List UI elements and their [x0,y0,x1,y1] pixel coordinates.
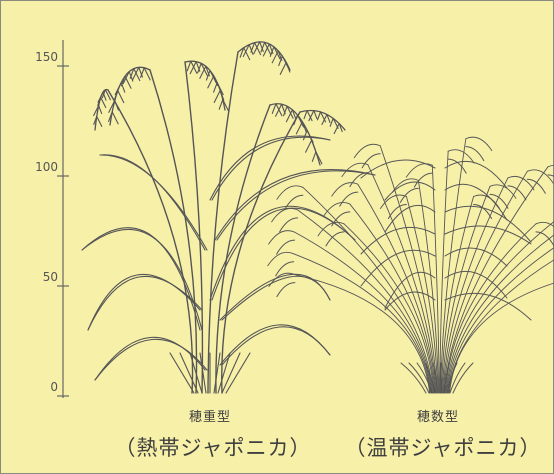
tick-label-0: 0 [24,380,58,394]
spikelet-3 [280,218,298,232]
stem-19 [445,167,548,393]
base-stem-8 [226,353,250,393]
base-stem-5 [214,353,220,393]
spikelet-3 [272,208,298,222]
spikelet-12 [406,164,432,178]
stem-22 [447,220,554,393]
spikelet-4 [277,186,303,200]
right-group-label: （温帯ジャポニカ） [336,432,550,462]
spikelet-9 [354,144,380,158]
panicle-c-grain [112,112,118,124]
tick-label-100: 100 [24,160,58,174]
panicle-b-grain [187,61,191,71]
panicle-a-grain [255,43,261,55]
panicle-b-grain [200,66,206,78]
panicle-a-grain [280,62,286,74]
leaf-1 [82,229,202,330]
right-type-label: 穂数型 [398,406,478,425]
panicle-c-grain [115,100,119,110]
spikelet-6 [324,202,350,216]
panicle-d-grain [296,122,302,134]
base-stem-0 [170,353,194,393]
panicle-b-grain [217,83,223,95]
panicle-f-grain [97,116,102,126]
spikelet-17 [508,176,534,190]
panicle-b-grain [219,100,223,110]
spikelet-9 [362,154,380,168]
panicle-e-grain [318,112,321,120]
leaf-3 [100,155,205,250]
panicle-c-grain [139,67,143,77]
spikelet-14 [466,147,484,161]
panicle-e-axis [300,110,345,130]
panicle-d-grain [272,104,276,114]
leaf-7 [95,337,205,380]
panicle-c-grain [118,91,124,103]
height-axis [57,40,69,398]
panicle-b-grain [190,62,196,74]
leaf-8 [220,325,330,365]
culm-5 [108,90,193,393]
spikelet-1 [268,252,294,265]
panicle-e-grain [314,111,317,119]
panicle-weight-type-plant [82,42,375,393]
panicle-f-grain [105,90,110,100]
leaf-2 [361,250,435,286]
base-stem-6 [218,353,230,393]
panicle-c-grain [115,83,121,95]
panicle-b-grain [214,83,218,93]
tick-label-150: 150 [24,50,58,64]
left-group-label: （熱帯ジャポニカ） [106,432,320,462]
panicle-f-grain [99,106,102,114]
leaf-3 [100,155,207,250]
culm-0 [150,70,197,393]
panicle-d-grain [312,152,316,162]
spikelet-2 [269,231,295,245]
panicle-d-grain [304,130,308,140]
panicle-d-grain [306,140,312,152]
spikelet-7 [332,183,358,197]
spikelet-18 [527,179,545,193]
spikelet-18 [527,170,553,184]
panicle-e-grain [304,111,307,119]
leaf-13 [445,161,507,188]
spikelet-14 [466,137,492,151]
stem-1 [294,254,431,393]
panicle-e-grain [330,118,333,126]
tick-label-50: 50 [24,270,58,284]
leaf-5 [88,274,200,330]
stem-2 [295,232,432,393]
spikelet-19 [548,165,554,179]
panicle-b-grain [214,90,220,102]
leaf-5 [445,184,507,220]
panicle-b-grain [208,76,214,88]
leaf-6 [222,276,330,320]
panicle-number-type-plant [268,137,554,393]
stem-4 [303,187,433,393]
spikelet-11 [392,179,418,193]
spikelet-7 [340,192,358,206]
spikelet-0 [277,283,295,297]
left-type-label: 穂重型 [170,406,250,425]
leaf-1 [82,228,200,330]
leaf-10 [361,227,435,254]
